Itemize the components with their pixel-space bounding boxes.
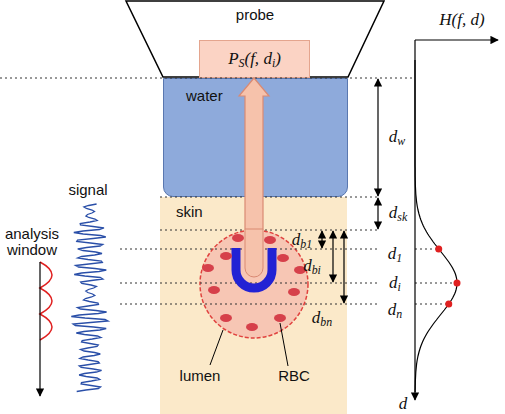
water-bath: water — [163, 78, 348, 197]
dimension: dw — [389, 128, 405, 146]
dimension: dbn — [312, 309, 332, 327]
probe-housing: probePS(f, di) — [125, 0, 385, 78]
depth-label: di — [389, 274, 401, 292]
dimension: dsk — [389, 204, 407, 222]
rbc-label: RBC — [278, 368, 310, 384]
depth-label: d1 — [388, 245, 402, 263]
node-label: water — [186, 87, 223, 104]
window-label: analysis window — [1, 226, 63, 258]
node-label: lumen — [180, 367, 221, 384]
signal-label: signal — [68, 182, 107, 198]
dimension: db1 — [292, 231, 312, 249]
node-label: skin — [176, 203, 203, 220]
dimension: dbi — [303, 257, 321, 275]
skin-region: skin lumen — [160, 197, 347, 414]
node-label: probe — [125, 6, 385, 23]
axis-label: H(f, d) — [439, 11, 484, 29]
signal-path-arrow — [239, 78, 269, 229]
depth-label: dn — [388, 301, 402, 319]
axis-label: d — [399, 395, 408, 413]
node-label: PS(f, di) — [200, 49, 309, 69]
power-spectrum-box: PS(f, di) — [199, 40, 310, 78]
